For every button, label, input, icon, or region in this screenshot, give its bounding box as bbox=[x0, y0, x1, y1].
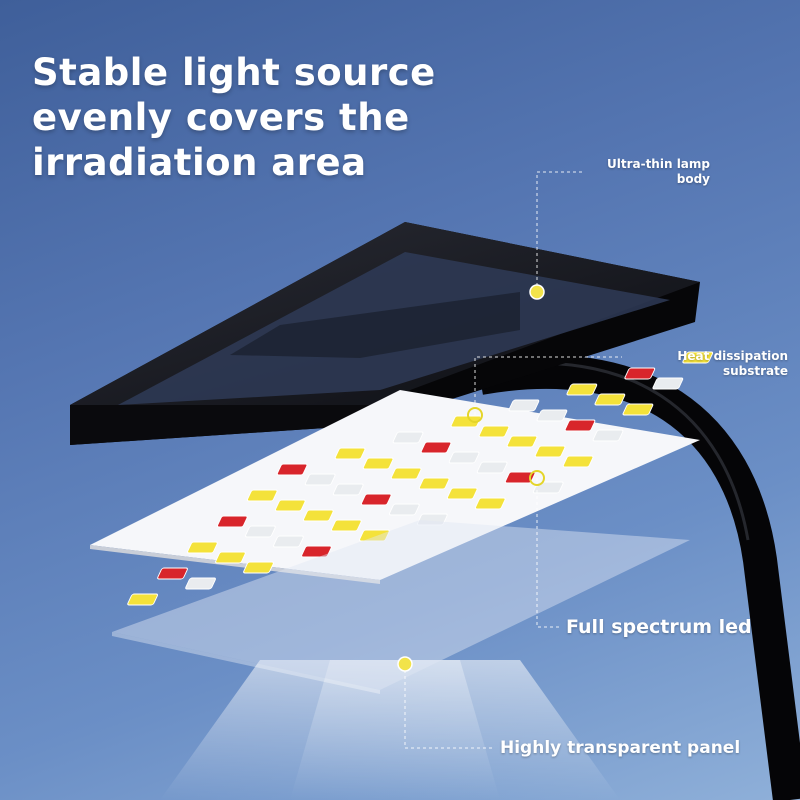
callout-transparent-panel: Highly transparent panel bbox=[500, 738, 741, 758]
led-chip bbox=[474, 497, 506, 510]
led-chip bbox=[304, 473, 336, 486]
led-chip bbox=[534, 445, 566, 458]
headline-line: evenly covers the bbox=[32, 96, 410, 139]
marker-dot bbox=[467, 407, 483, 423]
heat-dissipation-substrate bbox=[90, 390, 700, 580]
led-chip bbox=[244, 525, 276, 538]
headline: Stable light source evenly covers the ir… bbox=[32, 50, 436, 185]
led-chip bbox=[448, 451, 480, 464]
led-chip bbox=[652, 377, 684, 390]
led-chip bbox=[390, 467, 422, 480]
led-array bbox=[127, 351, 714, 606]
led-chip bbox=[362, 457, 394, 470]
led-chip bbox=[504, 471, 536, 484]
led-chip bbox=[682, 351, 714, 364]
transparent-panel bbox=[112, 520, 690, 690]
led-chip bbox=[476, 461, 508, 474]
leader-lines bbox=[404, 171, 622, 749]
light-beams bbox=[160, 660, 620, 800]
led-chip bbox=[243, 561, 274, 574]
led-chip bbox=[418, 477, 450, 490]
led-chip bbox=[360, 493, 392, 506]
callout-lamp-body: Ultra-thin lamp body bbox=[607, 157, 710, 187]
callout-full-spectrum-led: Full spectrum led bbox=[566, 616, 752, 638]
led-chip bbox=[274, 499, 306, 512]
led-chip bbox=[302, 509, 334, 522]
marker-dot bbox=[529, 284, 545, 300]
led-chip bbox=[420, 441, 452, 454]
led-chip bbox=[359, 529, 390, 542]
led-chip bbox=[157, 567, 188, 580]
led-chip bbox=[478, 425, 510, 438]
led-chip bbox=[594, 393, 626, 406]
led-chip bbox=[566, 383, 598, 396]
led-chip bbox=[506, 435, 538, 448]
led-chip bbox=[276, 463, 308, 476]
led-chip bbox=[332, 483, 364, 496]
callout-heat-line2: substrate bbox=[722, 364, 788, 378]
led-chip bbox=[330, 519, 362, 532]
led-chip bbox=[273, 535, 304, 548]
led-chip bbox=[246, 489, 278, 502]
callout-heat-line1: Heat dissipation bbox=[677, 349, 788, 363]
led-chip bbox=[185, 577, 216, 590]
led-chip bbox=[624, 367, 656, 380]
led-chip bbox=[416, 513, 448, 526]
marker-dot bbox=[397, 656, 413, 672]
marker-dot bbox=[529, 470, 545, 486]
led-chip bbox=[187, 541, 218, 554]
callout-heat-substrate: Heat dissipation substrate bbox=[677, 349, 788, 379]
callout-lamp-body-line1: Ultra-thin lamp bbox=[606, 157, 710, 171]
headline-line: Stable light source bbox=[32, 51, 436, 94]
led-chip bbox=[508, 399, 540, 412]
led-chip bbox=[127, 593, 159, 606]
led-chip bbox=[388, 503, 420, 516]
led-chip bbox=[392, 431, 424, 444]
led-chip bbox=[622, 403, 654, 416]
led-chip bbox=[215, 551, 246, 564]
led-chip bbox=[536, 409, 568, 422]
led-chip bbox=[334, 447, 366, 460]
headline-line: irradiation area bbox=[32, 141, 367, 184]
led-chip bbox=[216, 515, 248, 528]
led-chip bbox=[301, 545, 332, 558]
led-chip bbox=[592, 429, 624, 442]
callout-lamp-body-line2: body bbox=[676, 172, 710, 186]
led-chip bbox=[562, 455, 594, 468]
led-chip bbox=[446, 487, 478, 500]
led-chip bbox=[564, 419, 596, 432]
callout-markers bbox=[397, 284, 545, 672]
